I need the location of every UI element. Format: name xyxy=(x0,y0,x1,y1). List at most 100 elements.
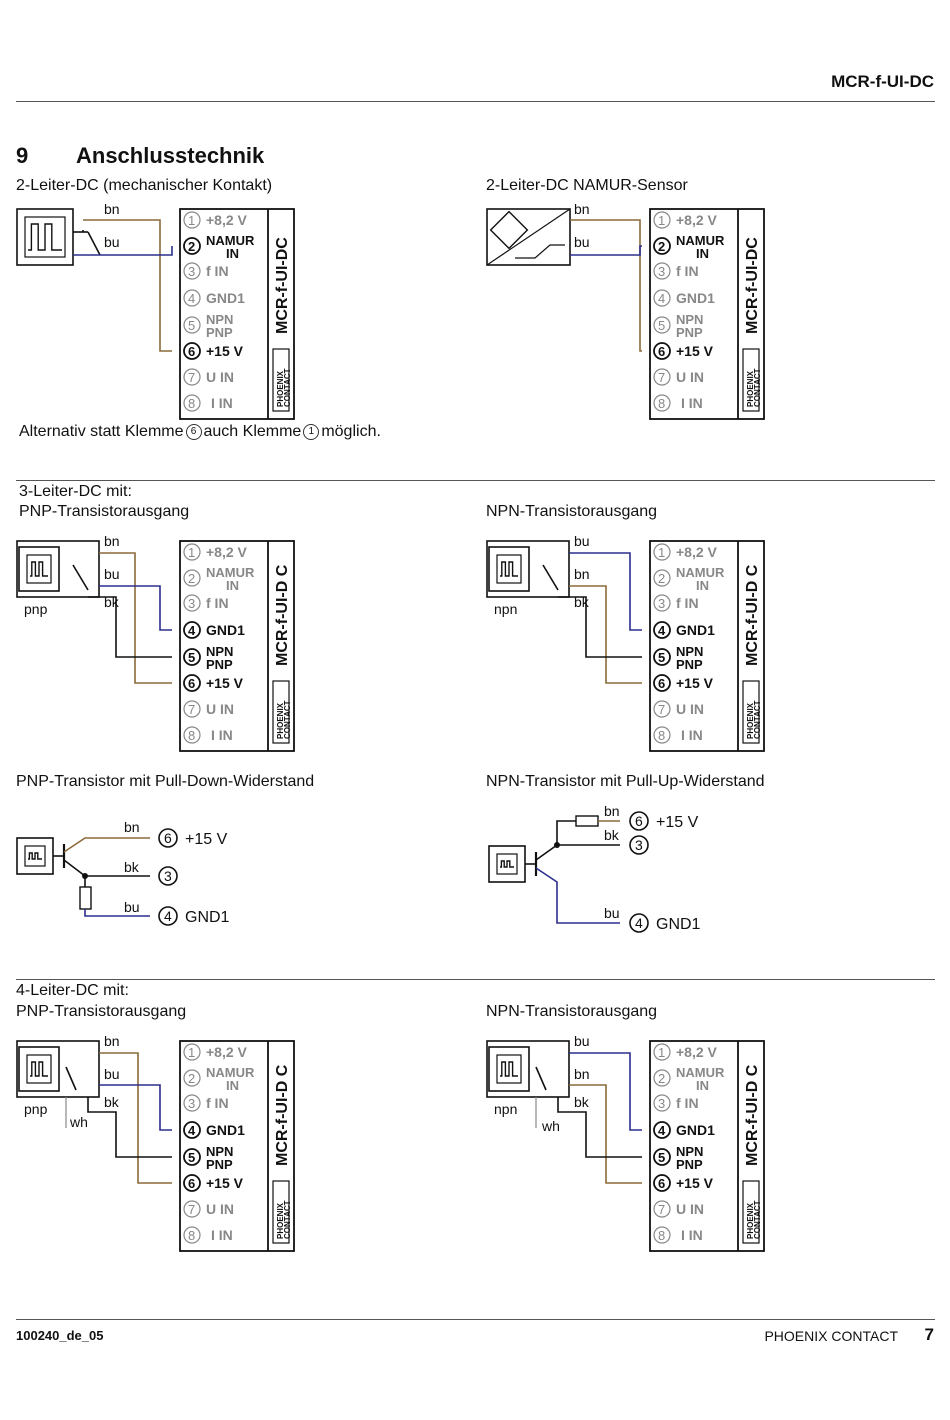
mod-4wire-npn-t2-label2: IN xyxy=(696,1078,709,1093)
label-bk-3wire-npn: bk xyxy=(574,594,590,610)
label-pnp-3wire: pnp xyxy=(24,601,48,617)
mod-4wire-npn-t1-num: 1 xyxy=(658,1045,665,1060)
mod-2wire-mech-t1-circle xyxy=(183,211,201,229)
sensor-4wire-npn-body xyxy=(486,1040,570,1098)
mod-4wire-npn-t6-circle xyxy=(653,1174,671,1192)
pullup-terminal-4 xyxy=(629,913,649,933)
mod-3wire-npn-t6-num: 6 xyxy=(658,676,665,691)
mod-3wire-pnp-t6-circle xyxy=(183,674,201,692)
label-pnp-4wire: pnp xyxy=(24,1101,48,1117)
rule-4wire xyxy=(16,979,935,980)
pulldown-terminal-6 xyxy=(158,828,178,848)
mod-4wire-npn-t6-num: 6 xyxy=(658,1176,665,1191)
wire-bk-4wire-npn xyxy=(557,1097,642,1158)
mod-4wire-npn-t2-label1: NAMUR xyxy=(676,1065,725,1080)
label-bn-pulldown: bn xyxy=(124,819,140,835)
sensor-4wire-pnp-pulse xyxy=(30,1061,48,1077)
pullup-terminal-num-3: 3 xyxy=(635,837,643,853)
mod-3wire-pnp-brand-text2: CONTACT xyxy=(283,700,292,739)
switch-4wire-npn-a xyxy=(535,1066,547,1091)
mod-4wire-pnp-t4-num: 4 xyxy=(188,1123,196,1138)
mod-4wire-pnp-t1-circle xyxy=(183,1043,201,1061)
wire-bn-3wire-npn xyxy=(569,585,642,684)
mod-4wire-npn-t4-num: 4 xyxy=(658,1123,666,1138)
mod-2wire-namur-t5-label2: PNP xyxy=(676,325,703,340)
mod-3wire-npn-t5-num: 5 xyxy=(658,650,665,665)
mod-2wire-mech-t6-circle xyxy=(183,342,201,360)
caption-2wire-namur: 2-Leiter-DC NAMUR-Sensor xyxy=(486,177,688,194)
mod-3wire-pnp-t1-circle xyxy=(183,543,201,561)
label-bu-3wire-pnp: bu xyxy=(104,566,120,582)
wire-bk-4wire-pnp xyxy=(87,1097,172,1158)
mod-2wire-namur-brand-box xyxy=(742,348,760,412)
mod-4wire-npn-t1-label: +8,2 V xyxy=(676,1044,718,1060)
caption-npn-pullup: NPN-Transistor mit Pull-Up-Widerstand xyxy=(486,773,765,790)
mod-4wire-pnp-t8-label: I IN xyxy=(211,1227,233,1243)
mod-3wire-pnp-t6-num: 6 xyxy=(188,676,195,691)
mod-2wire-namur-vertical-label: MCR-f-UI-DC xyxy=(744,237,761,334)
mod-3wire-pnp-vertical-label: MCR-f-UI-D C xyxy=(274,564,291,666)
mod-2wire-namur-t2-label1: NAMUR xyxy=(676,233,725,248)
label-bn-pullup: bn xyxy=(604,803,620,819)
mod-4wire-npn-brand-box xyxy=(742,1180,760,1244)
mod-3wire-npn-t1-label: +8,2 V xyxy=(676,544,718,560)
mod-2wire-mech-t3-label: f IN xyxy=(206,263,229,279)
mod-3wire-npn-t3-num: 3 xyxy=(658,596,665,611)
mod-3wire-pnp-t5-label1: NPN xyxy=(206,644,233,659)
mod-2wire-namur-t5-circle xyxy=(653,316,671,334)
mod-4wire-npn-t7-circle xyxy=(653,1200,671,1218)
mod-3wire-pnp-t8-circle xyxy=(183,726,201,744)
npn-resistor xyxy=(575,815,599,827)
mod-4wire-pnp-t6-label: +15 V xyxy=(206,1175,244,1191)
mod-3wire-pnp-t7-circle xyxy=(183,700,201,718)
npn-wire-bk xyxy=(535,844,620,861)
label-bu-2wire-namur: bu xyxy=(574,234,590,250)
mod-2wire-mech-t3-circle xyxy=(183,262,201,280)
section-number: 9 xyxy=(16,143,29,168)
mod-4wire-npn-t1-circle xyxy=(653,1043,671,1061)
mod-3wire-npn-t3-circle xyxy=(653,594,671,612)
mod-2wire-namur-t7-circle xyxy=(653,368,671,386)
mod-4wire-pnp-brand-box xyxy=(272,1180,290,1244)
mod-4wire-npn-t5-label1: NPN xyxy=(676,1144,703,1159)
mod-2wire-mech-frame xyxy=(179,208,295,420)
footer-rule xyxy=(16,1319,935,1320)
mod-4wire-pnp-t2-label1: NAMUR xyxy=(206,1065,255,1080)
mod-2wire-namur-t7-label: U IN xyxy=(676,369,704,385)
pnp-resistor xyxy=(79,886,92,910)
mod-4wire-pnp-t5-num: 5 xyxy=(188,1150,195,1165)
mod-2wire-namur-t5-num: 5 xyxy=(658,318,665,333)
sensor-3wire-pnp-body xyxy=(16,540,100,598)
label-bu-4wire-npn: bu xyxy=(574,1033,590,1049)
mod-4wire-npn-t6-label: +15 V xyxy=(676,1175,714,1191)
caption-4wire-pnp: PNP-Transistorausgang xyxy=(16,1003,187,1020)
sensor-4wire-npn-inner xyxy=(496,1054,522,1084)
mod-3wire-npn-t4-num: 4 xyxy=(658,623,666,638)
mod-3wire-pnp-t5-num: 5 xyxy=(188,650,195,665)
mod-3wire-pnp-t4-label: GND1 xyxy=(206,622,245,638)
mod-3wire-pnp-t3-num: 3 xyxy=(188,596,195,611)
namur-sensor-diagonal xyxy=(486,208,571,266)
label-bu-3wire-npn: bu xyxy=(574,533,590,549)
pullup-terminal-label-4: GND1 xyxy=(656,916,701,933)
mod-3wire-npn-vertical-label: MCR-f-UI-D C xyxy=(744,564,761,666)
pulldown-terminal-num-6: 6 xyxy=(164,830,172,846)
footer-doc-id: 100240_de_05 xyxy=(16,1328,104,1343)
sensor-2wire-mech xyxy=(16,208,74,266)
label-bu-4wire-pnp: bu xyxy=(104,1066,120,1082)
mod-3wire-npn-t4-circle xyxy=(653,621,671,639)
mod-4wire-pnp-t4-circle xyxy=(183,1121,201,1139)
namur-sensor-curve xyxy=(515,244,565,259)
sensor-4wire-pnp-inner xyxy=(26,1054,52,1084)
sensor-3wire-pnp xyxy=(18,546,60,592)
mod-2wire-mech-t8-label: I IN xyxy=(211,395,233,411)
mod-2wire-namur-frame xyxy=(649,208,765,420)
mod-2wire-mech-t6-num: 6 xyxy=(188,344,195,359)
mod-3wire-npn-t5-label2: PNP xyxy=(676,657,703,672)
caption-2wire-mechanical: 2-Leiter-DC (mechanischer Kontakt) xyxy=(16,177,273,194)
mod-3wire-npn-t6-circle xyxy=(653,674,671,692)
mod-2wire-namur-t8-label: I IN xyxy=(681,395,703,411)
sensor-4wire-npn xyxy=(488,1046,530,1092)
mod-4wire-npn-t5-circle xyxy=(653,1148,671,1166)
